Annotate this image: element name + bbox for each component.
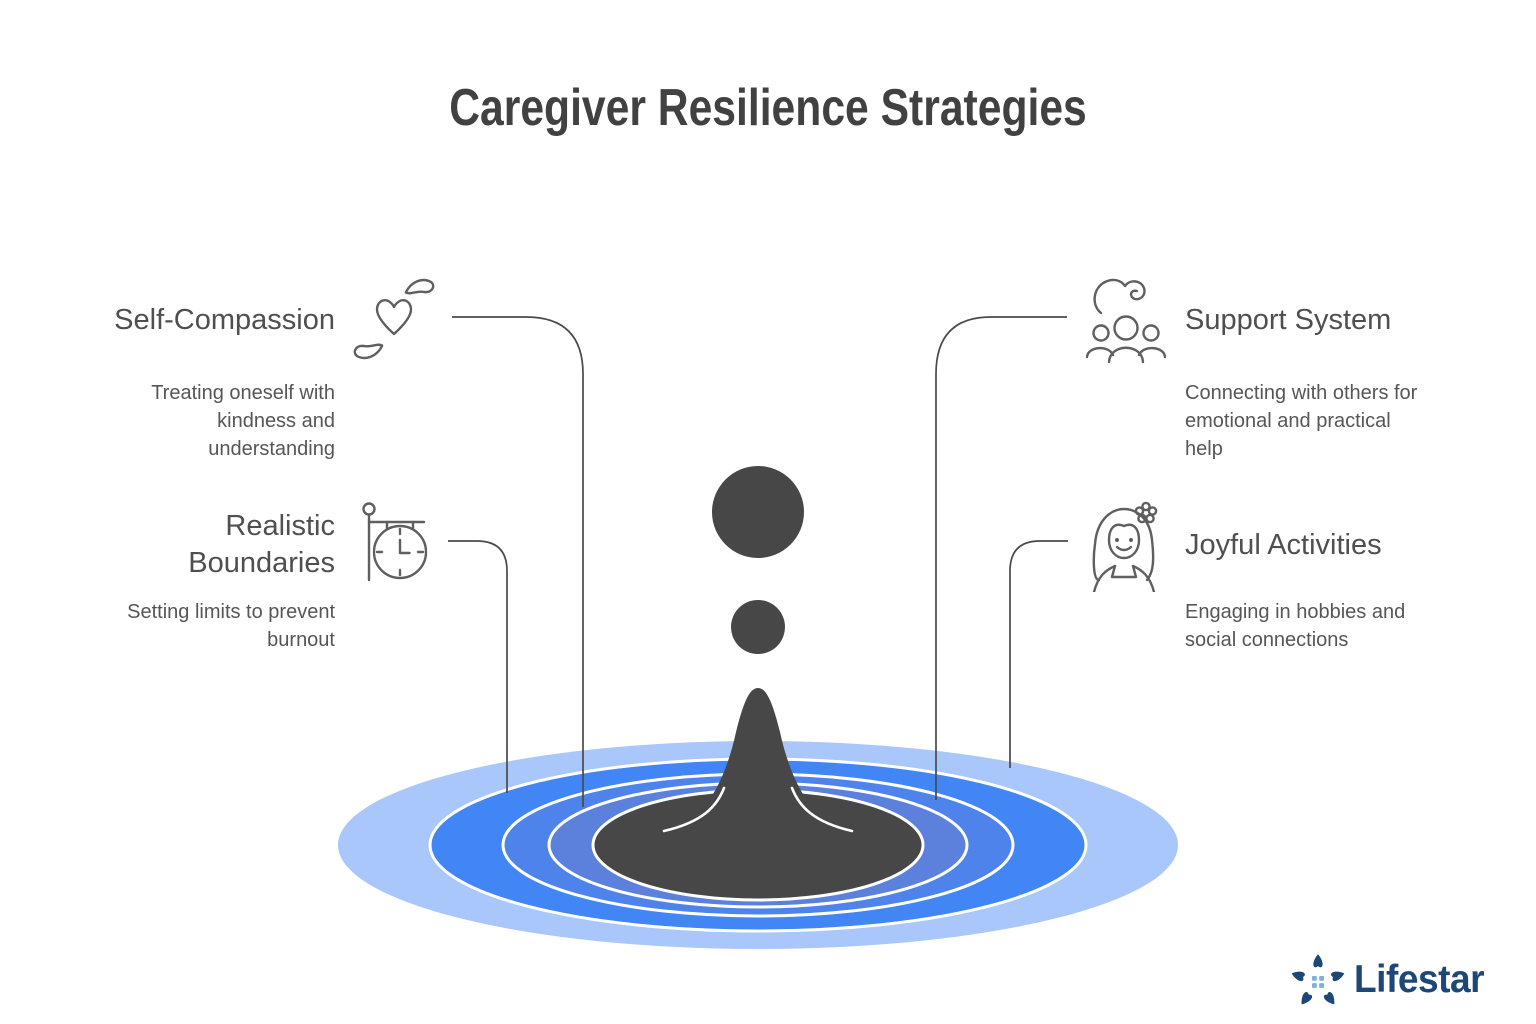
section-title-support-system: Support System [1185, 304, 1392, 336]
section-desc-realistic-boundaries: Setting limits to prevent burnout [127, 601, 335, 651]
droplet-small [731, 600, 785, 654]
lifestar-logo: Lifestar [1289, 948, 1491, 1012]
section-title-joyful-activities: Joyful Activities [1185, 529, 1382, 561]
section-desc-joyful-activities: Engaging in hobbies and social connectio… [1185, 601, 1406, 651]
section-title-realistic-boundaries: Realistic Boundaries [188, 510, 335, 579]
connector-self-compassion [452, 316, 584, 807]
droplet-large [712, 466, 804, 558]
splash-flank-left [662, 786, 726, 833]
hands-holding-heart-icon [353, 278, 435, 360]
connector-joyful-activities [1009, 540, 1068, 768]
hand-over-people-icon [1086, 278, 1166, 364]
splash-column [640, 688, 876, 854]
section-desc-support-system: Connecting with others for emotional and… [1185, 382, 1418, 460]
page-title: Caregiver Resilience Strategies [449, 79, 1087, 137]
connector-support-system [935, 316, 1067, 800]
smiling-woman-flower-icon [1092, 501, 1158, 592]
logo-window-panes [1312, 975, 1324, 988]
hanging-clock-icon [362, 502, 428, 582]
section-title-self-compassion: Self-Compassion [114, 304, 335, 336]
lifestar-star-house-icon [1291, 954, 1345, 1005]
connector-realistic-boundaries [448, 540, 508, 793]
section-desc-self-compassion: Treating oneself with kindness and under… [151, 382, 335, 460]
splash-flank-right [790, 786, 854, 833]
logo-wordmark: Lifestar [1354, 958, 1485, 1001]
